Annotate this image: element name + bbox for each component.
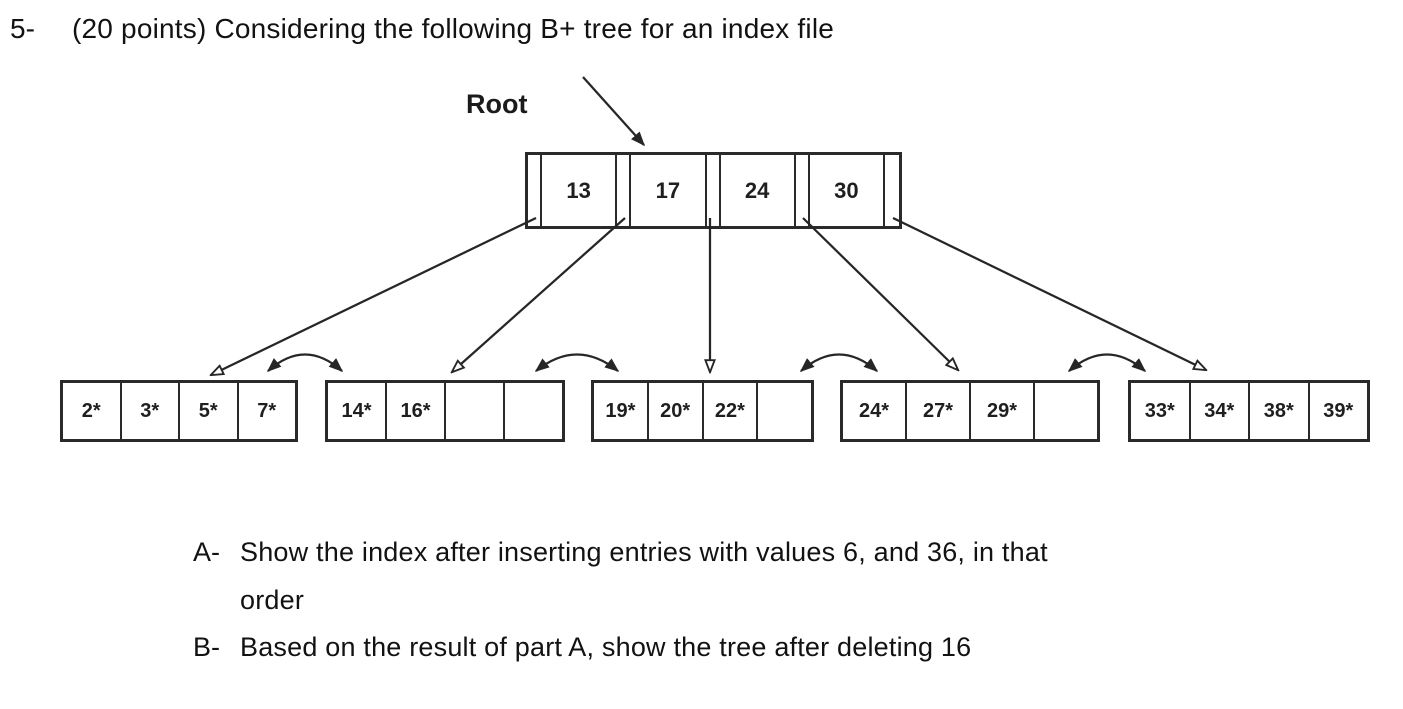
root-pointer-cell-4	[885, 155, 899, 226]
leaf-cell: 38*	[1250, 383, 1310, 439]
sibling-link-arrow-1	[266, 353, 344, 372]
question-number: 5-	[10, 13, 35, 44]
question-a-line1: Show the index after inserting entries w…	[240, 537, 1048, 567]
sibling-link-arrow-3	[799, 353, 879, 372]
root-pointer-cell-0	[528, 155, 542, 226]
child-pointer-arrow-2	[452, 217, 626, 372]
btree-leaf-node-2: 14* 16*	[325, 380, 565, 442]
leaf-cell	[446, 383, 505, 439]
root-label: Root	[466, 89, 528, 119]
btree-root-node: 13 17 24 30	[525, 152, 902, 229]
leaf-cell: 33*	[1131, 383, 1191, 439]
leaf-cell: 29*	[971, 383, 1035, 439]
leaf-cell	[1035, 383, 1097, 439]
btree-leaf-node-4: 24* 27* 29*	[840, 380, 1100, 442]
leaf-cell: 2*	[63, 383, 122, 439]
root-key-cell: 24	[721, 155, 796, 226]
leaf-cell: 19*	[594, 383, 649, 439]
root-pointer-cell-2	[707, 155, 721, 226]
leaf-cell: 16*	[387, 383, 446, 439]
leaf-cell: 24*	[843, 383, 907, 439]
leaf-cell: 7*	[257, 399, 277, 422]
btree-leaf-node-1: 2* 3* 5* 7*	[60, 380, 298, 442]
root-key-cell: 30	[810, 155, 885, 226]
leaf-cell: 27*	[907, 383, 971, 439]
question-b-label: B-	[193, 632, 220, 662]
root-entry-arrow	[582, 76, 645, 147]
leaf-cell: 22*	[704, 383, 759, 439]
root-key-cell: 13	[542, 155, 618, 226]
question-title-text: (20 points) Considering the following B+…	[72, 13, 835, 44]
sibling-link-arrow-4	[1067, 353, 1147, 372]
leaf-cell	[505, 383, 562, 439]
question-a-label: A-	[193, 537, 220, 567]
leaf-cell: 39*	[1323, 399, 1354, 422]
question-title: 5- (20 points) Considering the following…	[0, 13, 1403, 47]
question-b-line1: Based on the result of part A, show the …	[240, 632, 972, 662]
root-key-cell: 17	[631, 155, 707, 226]
root-pointer-cell-3	[796, 155, 810, 226]
leaf-cell: 20*	[649, 383, 704, 439]
btree-leaf-node-5: 33* 34* 38* 39*	[1128, 380, 1370, 442]
child-pointer-arrow-1	[211, 216, 537, 375]
leaf-cell: 34*	[1191, 383, 1250, 439]
child-pointer-arrow-5	[892, 216, 1206, 370]
question-a-line2: order	[240, 585, 305, 615]
leaf-cell: 5*	[180, 383, 239, 439]
root-pointer-cell-1	[617, 155, 632, 226]
sibling-link-arrow-2	[534, 353, 620, 372]
leaf-cell: 14*	[328, 383, 387, 439]
leaf-cell: 3*	[122, 383, 180, 439]
child-pointer-arrow-4	[802, 217, 958, 370]
leaf-cell	[758, 383, 811, 439]
btree-leaf-node-3: 19* 20* 22*	[591, 380, 814, 442]
